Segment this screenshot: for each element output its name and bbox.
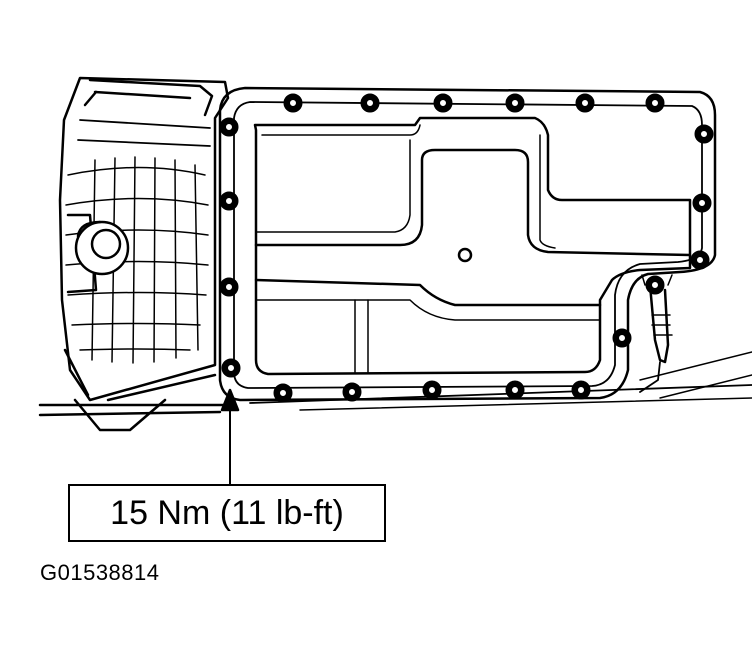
pan-bolts [219,93,714,403]
bolt-icon [645,93,665,113]
bolt-icon [219,117,239,137]
bolt-icon [690,250,710,270]
torque-callout: 15 Nm (11 lb-ft) [68,484,386,542]
bolt-icon [422,380,442,400]
bolt-icon [342,382,362,402]
torque-label: 15 Nm (11 lb-ft) [110,493,344,532]
bolt-icon [692,193,712,213]
pan-hole-icon [457,247,473,263]
bolt-icon [273,383,293,403]
figure-id: G01538814 [40,560,160,585]
drain-plug-boss [74,220,130,276]
bolt-icon [219,277,239,297]
bolt-icon [219,191,239,211]
bolt-icon [575,93,595,113]
bolt-icon [612,328,632,348]
filler-tube [639,274,673,393]
bolt-icon [694,124,714,144]
bolt-icon [645,275,665,295]
transmission-housing [58,76,230,432]
bolt-icon [221,358,241,378]
bolt-icon [505,380,525,400]
drain-plug-icon [90,228,122,260]
oil-pan-recess [253,116,692,376]
bolt-icon [433,93,453,113]
bolt-icon [360,93,380,113]
bolt-icon [283,93,303,113]
bolt-icon [571,380,591,400]
arrow-up-icon [220,388,240,486]
bolt-icon [505,93,525,113]
